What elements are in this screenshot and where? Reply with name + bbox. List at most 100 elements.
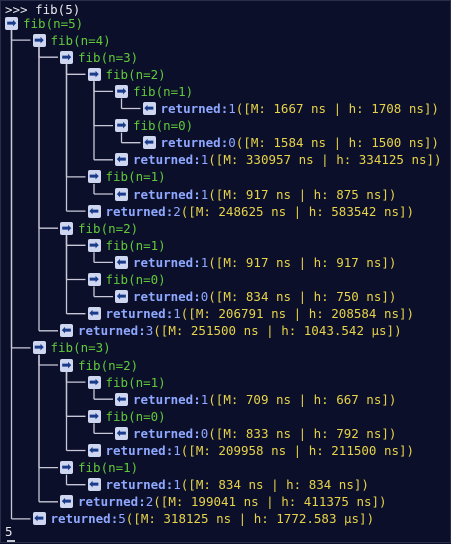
output-line: 5: [5, 523, 13, 540]
timing-info: ([M: 248625 ns | h: 583542 ns]): [180, 203, 415, 219]
call-signature: fib(n=5): [23, 15, 84, 31]
left-arrow-badge-icon: ⬅: [115, 289, 128, 304]
timing-info: ([M: 917 ns | h: 917 ns]): [208, 254, 397, 270]
return-label: returned:: [105, 306, 174, 322]
return-label: returned:: [105, 443, 174, 458]
right-arrow-badge-icon: ➡: [60, 220, 73, 235]
trace-return-row: ⬅returned: 1 ([M: 917 ns | h: 875 ns]): [115, 186, 396, 203]
trace-return-row: ⬅returned: 1 ([M: 917 ns | h: 917 ns]): [115, 254, 396, 271]
right-arrow-badge-icon: ➡: [60, 460, 73, 475]
prompt-text: >>> fib(5): [5, 2, 81, 17]
call-signature: fib(n=1): [105, 169, 166, 185]
return-label: returned:: [50, 511, 119, 527]
trace-call-row: ➡ fib(n=2): [60, 220, 138, 237]
right-arrow-badge-icon: ➡: [87, 408, 101, 423]
left-arrow-badge-icon: ⬅: [115, 186, 128, 201]
return-value: 0: [228, 135, 236, 151]
timing-info: ([M: 199041 ns | h: 411375 ns]): [153, 494, 387, 510]
left-arrow-badge-icon: ⬅: [115, 152, 128, 167]
call-signature: fib(n=0): [105, 272, 166, 287]
return-label: returned:: [133, 152, 201, 168]
right-arrow-badge-icon: ➡: [87, 169, 101, 184]
return-value: 1: [173, 443, 181, 458]
trace-call-row: ➡ fib(n=0): [87, 271, 166, 288]
trace-return-row: ⬅ returned: 0 ([M: 1584 ns | h: 1500 ns]): [142, 134, 439, 151]
right-arrow-badge-icon: ➡: [87, 374, 101, 389]
trace-return-row: ⬅returned: 2 ([M: 248625 ns | h: 583542 …: [87, 203, 415, 220]
left-arrow-badge-icon: ⬅: [115, 254, 128, 269]
timing-info: ([M: 206791 ns | h: 208584 ns]): [180, 306, 415, 322]
call-signature: fib(n=4): [50, 32, 111, 48]
left-arrow-badge-icon: ⬅: [60, 323, 73, 338]
return-value: 3: [145, 323, 154, 339]
return-value: 5: [118, 511, 126, 527]
trace-return-row: ⬅returned: 2 ([M: 199041 ns | h: 411375 …: [60, 493, 387, 510]
timing-info: ([M: 709 ns | h: 667 ns]): [208, 391, 397, 407]
trace-return-row: ⬅returned: 1 ([M: 834 ns | h: 834 ns]): [87, 476, 369, 493]
right-arrow-badge-icon: ➡: [87, 272, 101, 286]
call-signature: fib(n=1): [105, 374, 166, 390]
return-label: returned:: [133, 289, 201, 305]
return-label: returned:: [160, 135, 229, 151]
return-label: returned:: [78, 494, 146, 510]
right-arrow-badge-icon: ➡: [87, 237, 101, 252]
timing-info: ([M: 1584 ns | h: 1500 ns]): [235, 135, 439, 151]
cursor: [7, 540, 15, 542]
return-value: 0: [200, 289, 209, 305]
return-label: returned:: [105, 203, 174, 219]
trace-call-row: ➡ fib(n=4): [32, 32, 111, 49]
call-signature: fib(n=2): [78, 357, 139, 373]
right-arrow-badge-icon: ➡: [32, 32, 46, 47]
left-arrow-badge-icon: ⬅: [32, 511, 46, 526]
return-value: 0: [200, 425, 209, 441]
call-signature: fib(n=3): [78, 49, 139, 65]
return-value: 1: [200, 152, 209, 168]
trace-return-row: ⬅returned: 1 ([M: 209958 ns | h: 211500 …: [87, 442, 414, 459]
call-signature: fib(n=0): [105, 408, 166, 424]
timing-info: ([M: 834 ns | h: 750 ns]): [208, 289, 397, 305]
trace-call-row: ➡ fib(n=1): [87, 237, 166, 254]
right-arrow-badge-icon: ➡: [115, 118, 128, 133]
trace-return-row: ⬅ returned: 0 ([M: 834 ns | h: 750 ns]): [115, 288, 396, 305]
trace-call-row: ➡ fib(n=5): [5, 15, 83, 32]
right-arrow-badge-icon: ➡: [60, 357, 73, 372]
trace-call-row: ➡ fib(n=3): [60, 49, 138, 66]
return-value: 1: [200, 391, 209, 407]
right-arrow-badge-icon: ➡: [32, 340, 46, 355]
timing-info: ([M: 318125 ns | h: 1772.583 µs]): [125, 511, 375, 527]
call-signature: fib(n=3): [50, 340, 111, 356]
right-arrow-badge-icon: ➡: [115, 83, 128, 98]
call-signature: fib(n=2): [78, 220, 139, 236]
return-value: 1: [228, 101, 236, 116]
return-label: returned:: [133, 186, 201, 202]
left-arrow-badge-icon: ⬅: [115, 425, 128, 440]
timing-info: ([M: 917 ns | h: 875 ns]): [208, 186, 397, 202]
left-arrow-badge-icon: ⬅: [87, 306, 101, 321]
left-arrow-badge-icon: ⬅: [87, 477, 101, 492]
trace-call-row: ➡fib(n=1): [60, 459, 138, 476]
trace-call-row: ➡ fib(n=0): [87, 408, 166, 425]
return-value: 1: [173, 306, 181, 322]
trace-call-row: ➡ fib(n=1): [87, 168, 166, 185]
call-signature: fib(n=1): [105, 237, 166, 253]
left-arrow-badge-icon: ⬅: [87, 443, 101, 457]
trace-return-row: ⬅ returned: 5 ([M: 318125 ns | h: 1772.58…: [32, 510, 375, 527]
right-arrow-badge-icon: ➡: [5, 15, 18, 30]
return-value: 1: [200, 254, 209, 270]
trace-return-row: ⬅ returned: 1 ([M: 330957 ns | h: 334125 …: [115, 151, 442, 168]
timing-info: ([M: 330957 ns | h: 334125 ns]): [208, 152, 442, 168]
timing-info: ([M: 1667 ns | h: 1708 ns]): [235, 101, 439, 116]
left-arrow-badge-icon: ⬅: [142, 101, 156, 115]
trace-call-row: ➡fib(n=0): [115, 117, 193, 134]
right-arrow-badge-icon: ➡: [87, 66, 101, 81]
right-arrow-badge-icon: ➡: [60, 49, 73, 64]
left-arrow-badge-icon: ⬅: [115, 391, 128, 406]
call-signature: fib(n=2): [105, 66, 166, 82]
call-signature: fib(n=1): [133, 83, 194, 99]
timing-info: ([M: 251500 ns | h: 1043.542 µs]): [153, 323, 402, 339]
prompt-line: >>> fib(5): [5, 1, 80, 18]
trace-call-row: ➡ fib(n=1): [87, 374, 166, 391]
left-arrow-badge-icon: ⬅: [142, 135, 156, 150]
